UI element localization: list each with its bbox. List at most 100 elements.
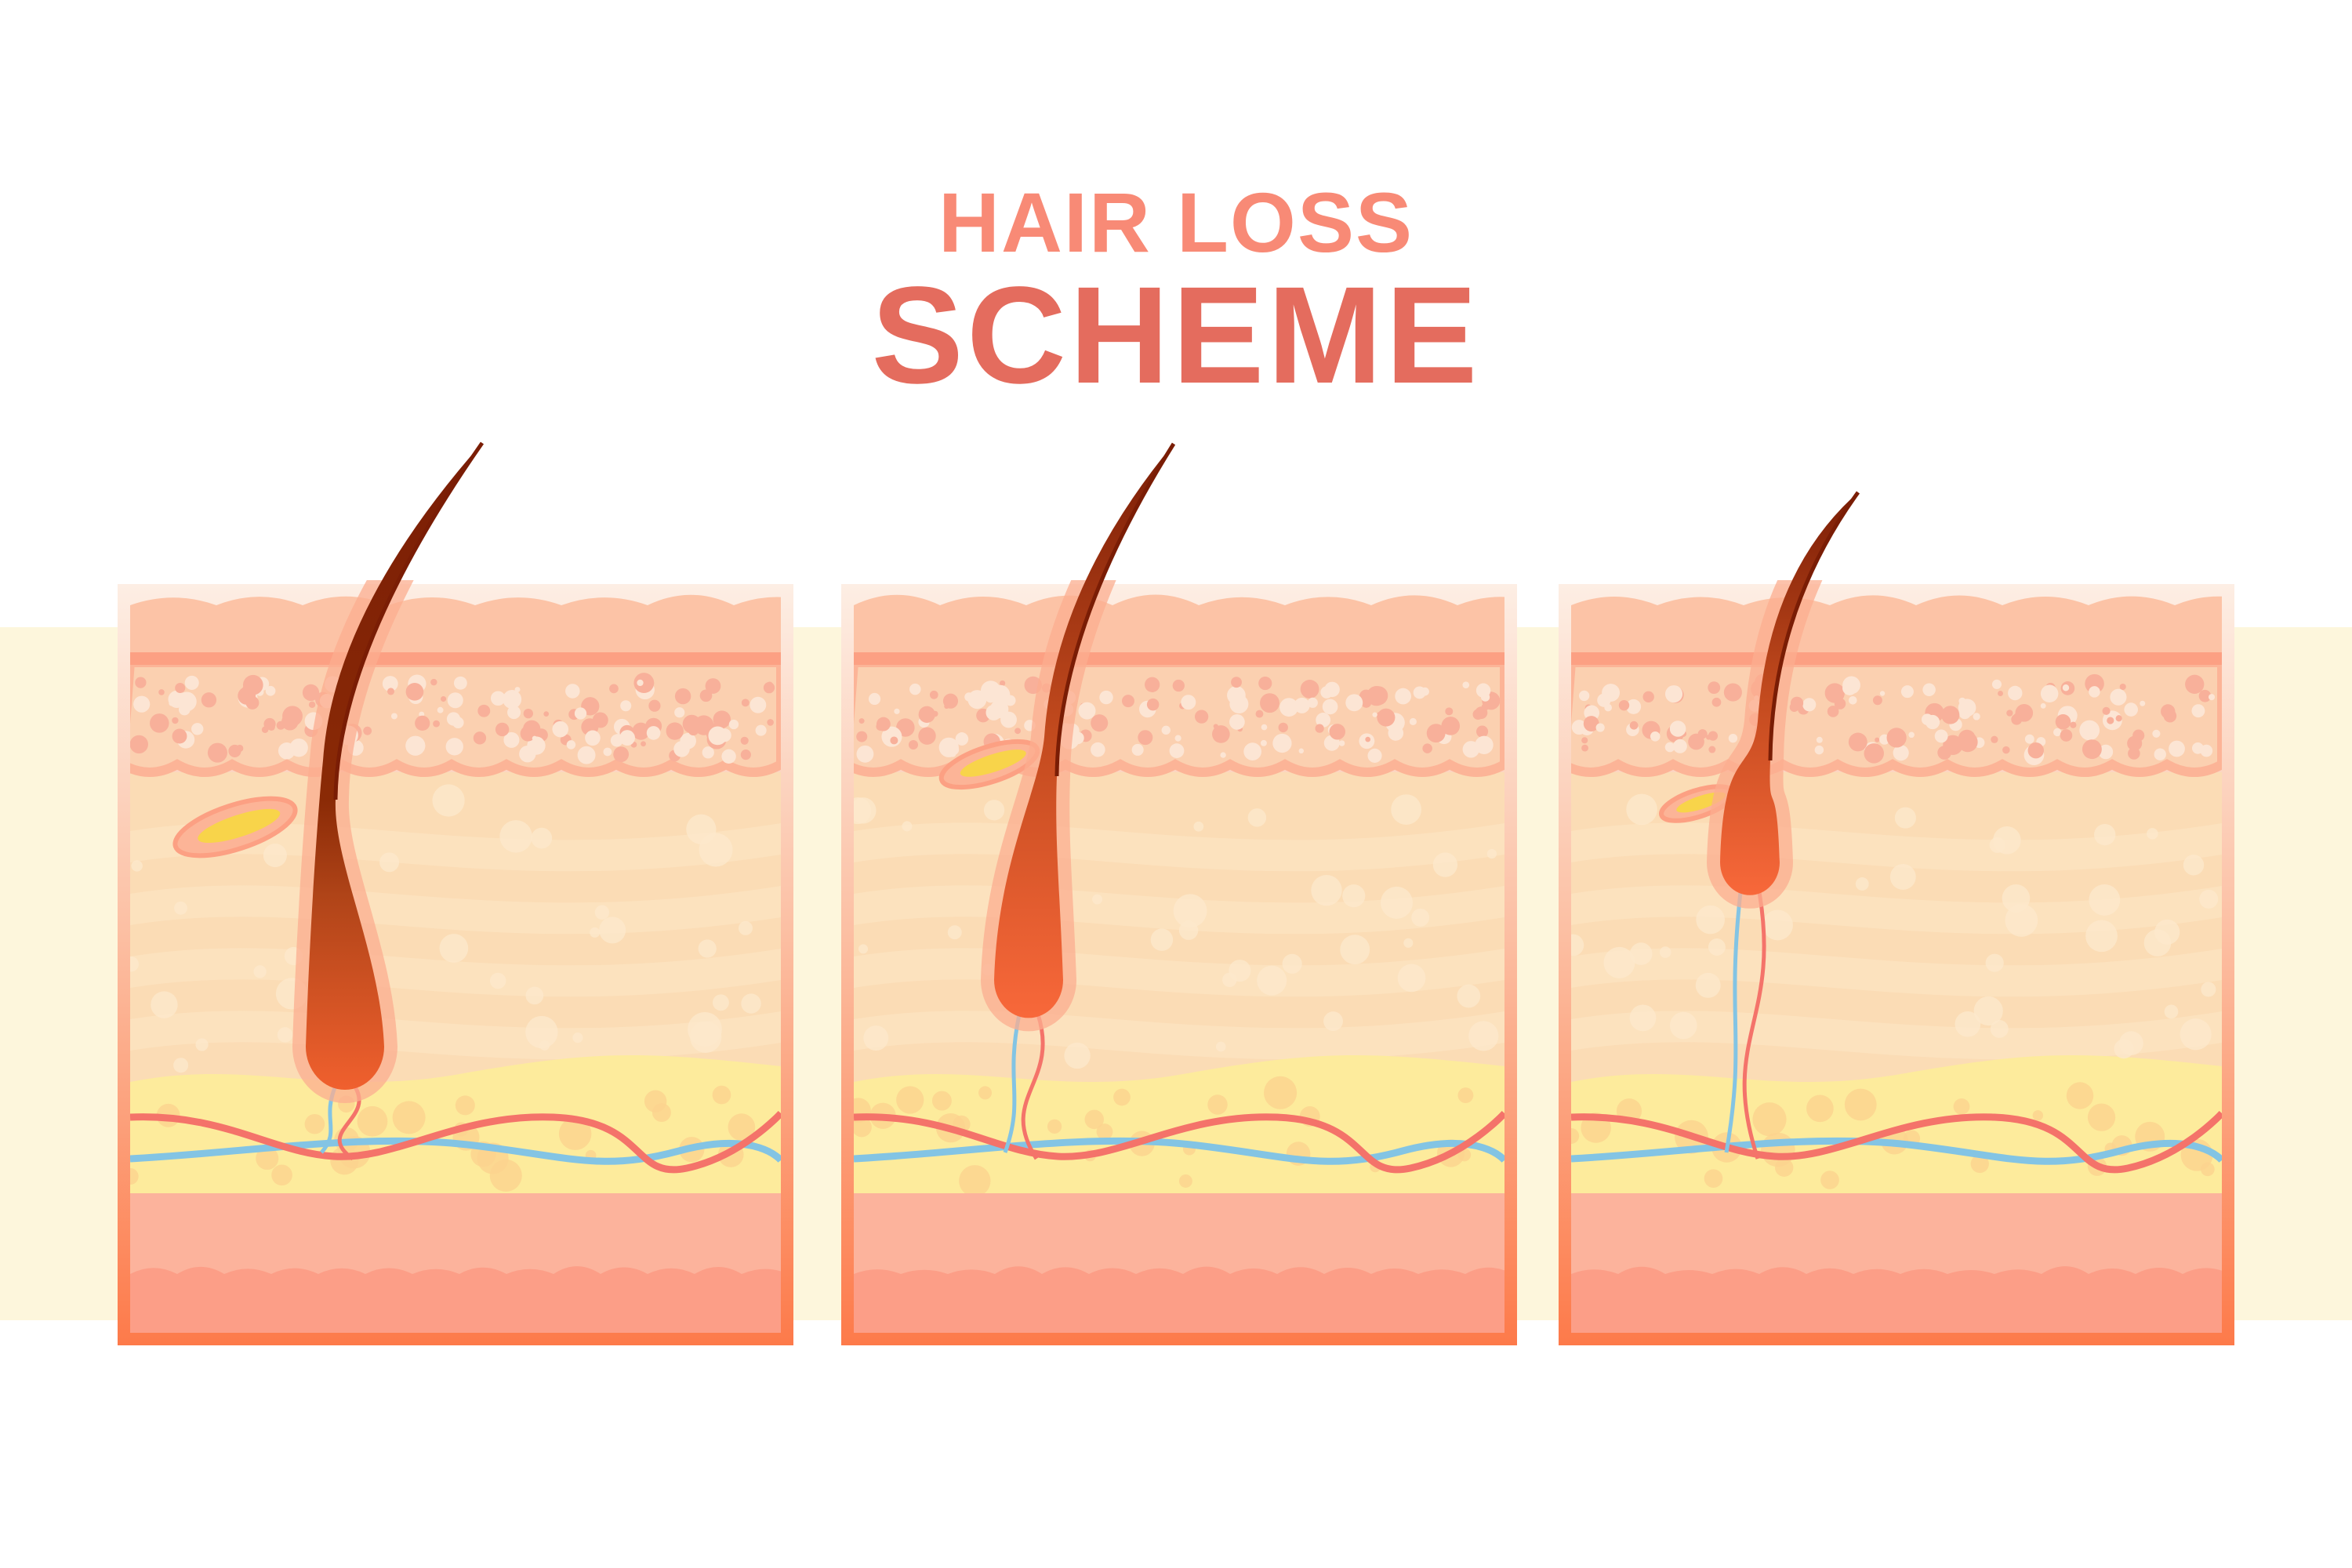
cell-dot bbox=[1173, 894, 1207, 928]
skin-cell-dot bbox=[1377, 708, 1396, 727]
cell-dot bbox=[983, 800, 1005, 821]
skin-cell-dot bbox=[2169, 740, 2185, 757]
skin-cell-dot bbox=[633, 673, 655, 694]
skin-cell-dot bbox=[1998, 691, 2003, 696]
cell-dot bbox=[151, 991, 178, 1018]
bottom-tissue-layer bbox=[130, 1266, 781, 1333]
skin-cell-dot bbox=[2161, 704, 2176, 719]
skin-cell-dot bbox=[453, 676, 467, 690]
skin-cell-dot bbox=[1146, 698, 1160, 711]
cell-dot bbox=[531, 827, 553, 849]
skin-cell-dot bbox=[1345, 694, 1363, 712]
skin-cell-dot bbox=[1315, 724, 1324, 733]
skin-cell-dot bbox=[1827, 706, 1839, 717]
skin-cell-dot bbox=[2027, 742, 2044, 759]
cell-dot bbox=[1323, 1011, 1343, 1032]
follicle-vein bbox=[1724, 891, 1743, 1153]
cell-dot bbox=[2201, 982, 2216, 997]
diagram-title: HAIR LOSS SCHEME bbox=[0, 176, 2352, 412]
skin-cell-dot bbox=[527, 736, 546, 755]
skin-cell-dot bbox=[302, 684, 320, 702]
cell-dot bbox=[2143, 929, 2172, 956]
cell-dot bbox=[931, 1091, 952, 1111]
skin-cell-dot bbox=[503, 731, 520, 748]
dermis-band bbox=[130, 822, 781, 872]
skin-cell-dot bbox=[2107, 717, 2114, 724]
cell-dot bbox=[2032, 1110, 2044, 1121]
artery bbox=[130, 1110, 781, 1174]
skin-cell-dot bbox=[694, 715, 714, 735]
skin-cell-dot bbox=[405, 735, 426, 756]
skin-cell-dot bbox=[673, 741, 690, 757]
cell-dot bbox=[1150, 928, 1174, 951]
skin-cell-dot bbox=[1934, 729, 1948, 743]
skin-cell-dot bbox=[175, 682, 186, 694]
skin-cell-dot bbox=[1475, 735, 1494, 754]
skin-cell-dot bbox=[1922, 683, 1936, 697]
skin-cell-dot bbox=[1958, 731, 1978, 753]
cell-dot bbox=[1207, 1094, 1228, 1115]
skin-cell-dot bbox=[740, 750, 751, 760]
skin-cell-dot bbox=[130, 735, 148, 754]
cell-dot bbox=[1411, 908, 1430, 927]
skin-cell-dot bbox=[1618, 699, 1630, 711]
skin-cell-dot bbox=[740, 736, 749, 745]
skin-cell-dot bbox=[1711, 697, 1722, 707]
skin-cell-dot bbox=[1664, 742, 1675, 753]
skin-cell-dot bbox=[1395, 688, 1411, 705]
cell-dot bbox=[558, 1117, 592, 1150]
skin-cell-dot bbox=[1848, 695, 1857, 705]
skin-cell-dot bbox=[1842, 681, 1857, 695]
skin-cell-dot bbox=[674, 707, 685, 718]
skin-cell-dot bbox=[674, 688, 691, 705]
cell-dot bbox=[738, 920, 753, 935]
title-line-scheme: SCHEME bbox=[871, 259, 1481, 412]
skin-cell-dot bbox=[1194, 710, 1209, 724]
fat-layer bbox=[1571, 1055, 2222, 1196]
cell-dot bbox=[304, 1113, 325, 1134]
skin-cell-dot bbox=[993, 696, 1004, 707]
skin-cell-dot bbox=[419, 711, 425, 717]
cell-dot bbox=[1626, 793, 1657, 826]
skin-cell-dot bbox=[1584, 705, 1600, 721]
cell-dot bbox=[1096, 1123, 1113, 1140]
cell-dot bbox=[1629, 942, 1653, 965]
skin-cell-dot bbox=[632, 722, 650, 740]
cell-dot bbox=[959, 1165, 991, 1197]
cell-dot bbox=[1955, 1011, 1981, 1037]
skin-cell-dot bbox=[1413, 686, 1426, 699]
cell-dot bbox=[1457, 1087, 1474, 1103]
skin-cell-dot bbox=[717, 728, 731, 742]
skin-cell-dot bbox=[1212, 725, 1230, 743]
skin-cell-dot bbox=[532, 735, 538, 741]
cell-dot bbox=[572, 1033, 583, 1044]
skin-cell-dot bbox=[1925, 714, 1940, 730]
cell-dot bbox=[174, 901, 187, 915]
skin-cell-dot bbox=[985, 704, 1002, 720]
skin-cell-dot bbox=[856, 731, 868, 742]
skin-cell-dot bbox=[1322, 699, 1338, 715]
sebum bbox=[960, 750, 1026, 777]
skin-cell-dot bbox=[1708, 746, 1716, 753]
skin-cell-dot bbox=[523, 708, 533, 719]
cell-dot bbox=[896, 1086, 924, 1114]
skin-cell-dot bbox=[1409, 717, 1417, 726]
skin-cell-dot bbox=[2053, 728, 2062, 737]
skin-cell-dot bbox=[1790, 696, 1804, 710]
cell-dot bbox=[2183, 855, 2205, 876]
skin-cell-dot bbox=[1941, 706, 1960, 724]
follicle-artery bbox=[1021, 1014, 1045, 1160]
skin-cell-dot bbox=[1973, 713, 1980, 720]
skin-cell-dot bbox=[207, 742, 227, 763]
cell-dot bbox=[978, 1086, 993, 1100]
skin-cell-dot bbox=[390, 713, 397, 720]
skin-cell-dot bbox=[1650, 731, 1661, 742]
skin-cell-dot bbox=[543, 711, 550, 717]
cell-dot bbox=[1629, 1004, 1657, 1032]
cell-dot bbox=[713, 994, 729, 1011]
skin-cell-dot bbox=[699, 689, 713, 702]
skin-cell-dot bbox=[613, 746, 630, 763]
cell-dot bbox=[741, 993, 761, 1014]
cell-dot bbox=[1342, 884, 1366, 908]
skin-cell-dot bbox=[1626, 699, 1642, 714]
